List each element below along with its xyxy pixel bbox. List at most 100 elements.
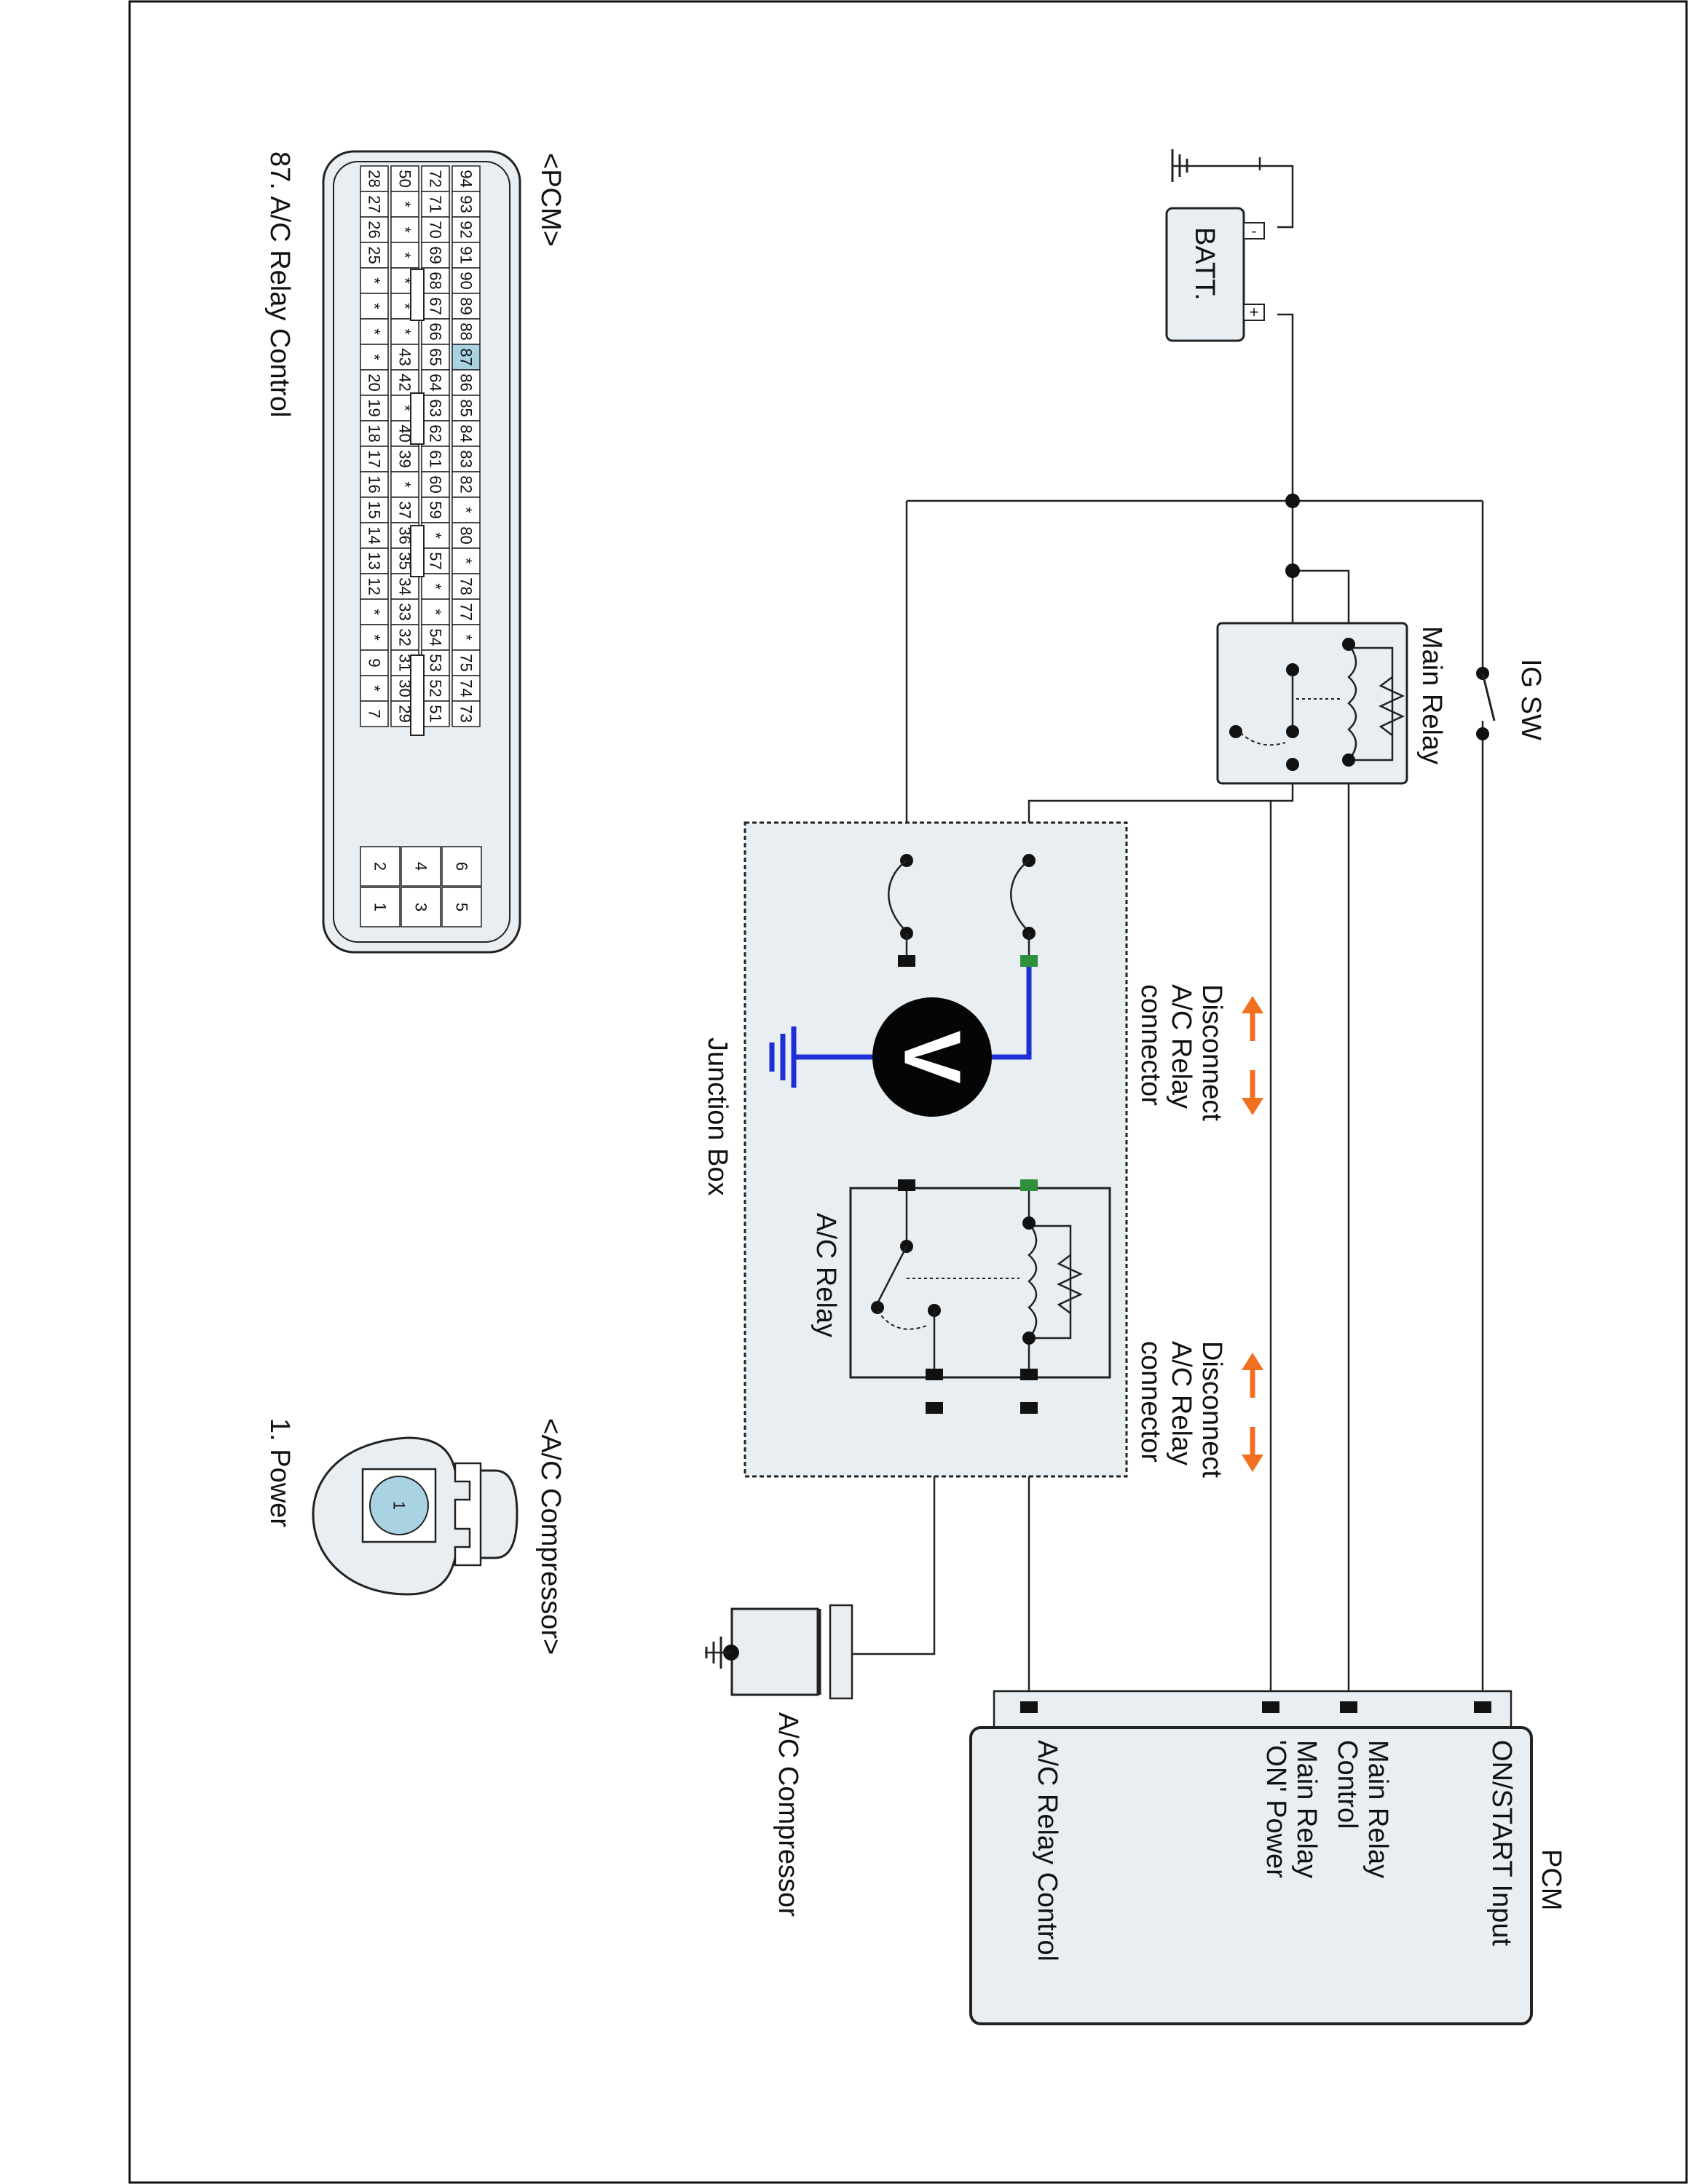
pcm-pin-cell (451, 242, 481, 269)
pcm-pin-label: 88 (457, 323, 476, 340)
pcm-pin-cell (421, 191, 450, 218)
pcm-pin-label: 50 (396, 170, 414, 187)
pcm-pin-cell (360, 573, 389, 600)
pcm-pin-cell (360, 242, 389, 269)
disconnect-top-line1: Disconnect (1196, 984, 1227, 1121)
pcm-pin-cell (451, 216, 481, 243)
pcm-pin-label: 42 (396, 373, 414, 391)
pcm-pin-label: 52 (427, 679, 445, 697)
pcm-pin-label: * (366, 354, 384, 360)
junction-box-label: Junction Box (702, 1037, 733, 1196)
pcm-pin-cell (360, 318, 389, 345)
pcm-pin-label: * (366, 328, 384, 335)
pcm-pin-label: * (457, 558, 476, 564)
pcm-pin-label: 43 (396, 348, 414, 365)
pcm-pin-cell (390, 242, 419, 269)
pcm-pin-main-relay-control-1: Main Relay (1362, 1740, 1393, 1878)
battery: - + BATT. (1165, 149, 1265, 342)
disconnect-top-line3: connector (1135, 984, 1166, 1106)
compressor-connector-caption: 1. Power (264, 1418, 295, 1527)
pcm-pin-cell (360, 471, 389, 498)
pcm-pin-label: 63 (427, 399, 445, 416)
pcm-pin-cell (360, 547, 389, 574)
fuse-terminal-green (1020, 955, 1038, 967)
pcm-title: PCM (1536, 1849, 1566, 1910)
pcm-small-pin-cell (441, 846, 482, 887)
pcm-pin-label: * (396, 226, 414, 233)
pcm-pin-cell (451, 700, 481, 727)
pcm-pin-cell (451, 267, 481, 294)
pcm-pin-cell (360, 369, 389, 396)
junction-box: Junction Box V A/C Relay (702, 821, 1128, 1478)
pcm-pin-cell (360, 191, 389, 218)
pcm-pin-label: * (396, 328, 414, 335)
pcm-pin-label: 83 (457, 450, 476, 467)
pcm-pin-cell (390, 369, 419, 396)
pcm-pin-label: * (427, 609, 445, 615)
pcm-pin-label: 85 (457, 399, 476, 416)
pcm-pin-cell (451, 191, 481, 218)
pcm-pin-label: 94 (457, 170, 476, 187)
pcm-pin-cell (451, 675, 481, 702)
pcm-pin-cell (451, 446, 481, 472)
pcm-pin-label: 53 (427, 654, 445, 671)
pcm-pin-cell (390, 471, 419, 498)
pcm-pin-label: 64 (427, 373, 445, 391)
pcm-pin-label: 7 (366, 709, 384, 718)
voltmeter-label: V (888, 1030, 977, 1083)
pcm-pin-label: 13 (366, 552, 384, 569)
pcm-pin-cell (451, 522, 481, 549)
pcm-pin-label: * (396, 405, 414, 411)
pcm-small-pin-cell (441, 887, 482, 927)
main-relay: Main Relay (1216, 622, 1447, 785)
pcm-module: PCM ON/START Input Main Relay Control Ma… (969, 1690, 1566, 2025)
pcm-pin-cell (360, 420, 389, 447)
pcm-pin-label: 18 (366, 424, 384, 442)
pcm-pin-label: 82 (457, 475, 476, 493)
disconnect-indicator-bottom: Disconnect A/C Relay connector (1135, 1341, 1263, 1478)
pcm-pin-label: * (457, 634, 476, 641)
compressor-pin-label: 1 (390, 1501, 409, 1510)
pcm-pin-label: * (396, 481, 414, 488)
pcm-pin-label: 72 (427, 170, 445, 187)
pcm-pin-cell (421, 598, 450, 625)
pcm-pin-label: 69 (427, 246, 445, 264)
pcm-pin-label: 66 (427, 323, 445, 340)
pcm-pin-label: 73 (457, 705, 476, 722)
pcm-pin-label: 87 (457, 348, 476, 365)
pcm-pin-ac-relay-control: A/C Relay Control (1032, 1740, 1062, 1961)
pcm-small-pin-cell (360, 846, 401, 887)
pcm-pin-label: 16 (366, 475, 384, 493)
ig-sw-label: IG SW (1515, 659, 1546, 740)
pcm-pin-label: 92 (457, 221, 476, 238)
pcm-pin-label: * (366, 303, 384, 309)
pcm-pin-label: * (396, 277, 414, 284)
pcm-pin-label: * (366, 609, 384, 615)
pcm-pin-label: 62 (427, 424, 445, 442)
pcm-pin-cell (390, 191, 419, 218)
pcm-small-pin-cell (401, 846, 441, 887)
pcm-pin-label: * (427, 583, 445, 590)
ac-compressor: A/C Compressor (705, 1604, 853, 1917)
pcm-pin-label: 91 (457, 246, 476, 264)
compressor-pin-1 (369, 1476, 429, 1535)
pcm-pin-label: 65 (427, 348, 445, 365)
pcm-small-pin-label: 2 (371, 862, 390, 871)
disconnect-bottom-line2: A/C Relay (1166, 1341, 1196, 1465)
pcm-pin-label: 34 (396, 577, 414, 595)
pcm-pin-cell (390, 624, 419, 651)
pcm-pin-cell (360, 649, 389, 676)
pcm-pin-cell (421, 344, 450, 371)
pcm-pin-cell (451, 165, 481, 192)
pcm-pin-cell (360, 624, 389, 651)
pcm-pin-cell (360, 675, 389, 702)
pcm-pin-label: * (366, 685, 384, 692)
pcm-pin-cell (390, 344, 419, 371)
svg-text:-: - (1252, 223, 1257, 240)
pcm-pin-label: 71 (427, 195, 445, 213)
pcm-pin-label: 86 (457, 373, 476, 391)
pcm-pin-label: 20 (366, 373, 384, 391)
pcm-pin-cell (421, 573, 450, 600)
